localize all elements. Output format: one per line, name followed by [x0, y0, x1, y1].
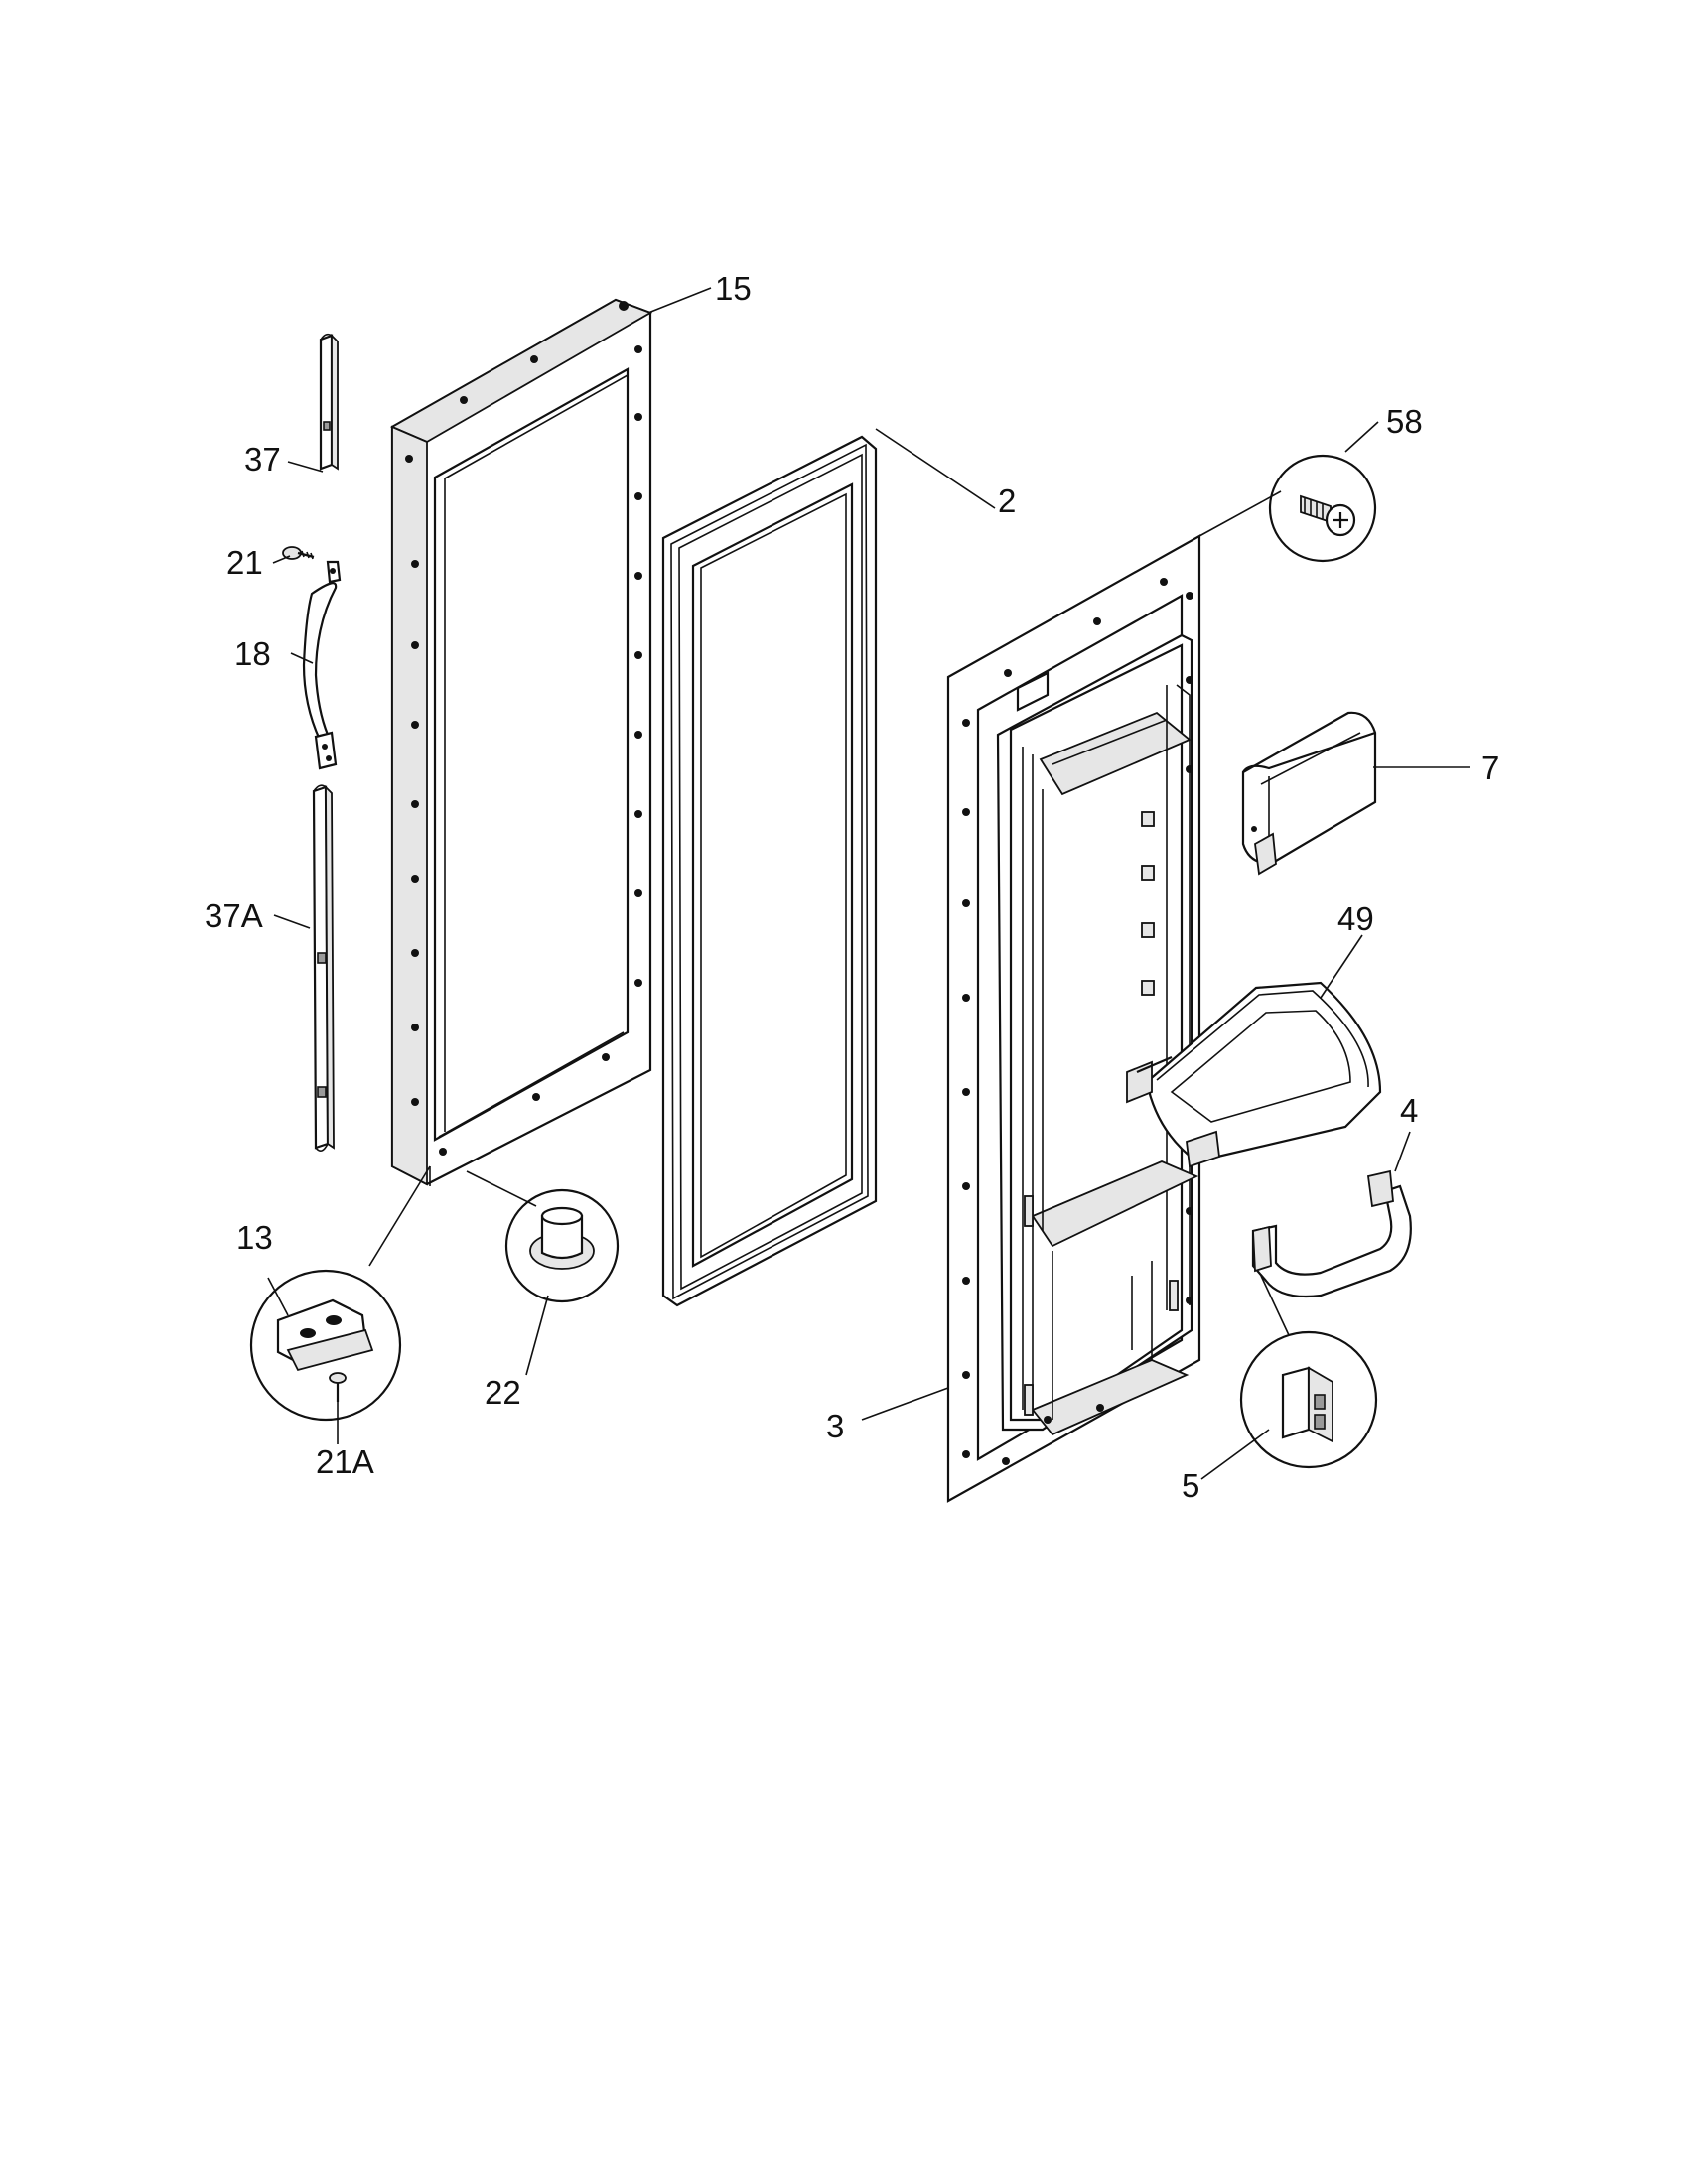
callout-3: 3: [826, 1408, 844, 1444]
callout-21: 21: [226, 544, 263, 581]
liner-3-holes: [962, 578, 1193, 1465]
callout-58: 58: [1386, 403, 1423, 440]
part-2-gasket: [661, 435, 878, 1307]
callout-13: 13: [236, 1219, 273, 1256]
part-58-screw-detail: [1268, 454, 1377, 563]
callout-21a: 21A: [316, 1443, 374, 1480]
callout-15: 15: [715, 270, 752, 307]
callout-37a: 37A: [205, 897, 263, 934]
callout-49: 49: [1337, 900, 1374, 937]
part-21-screw: [282, 546, 315, 560]
part-37-hinge-cover: [319, 333, 339, 471]
callout-18: 18: [234, 635, 271, 672]
callout-labels: 15 2 58 37 21 18 7 37A 49 4 13 22 3 21A …: [205, 270, 1499, 1504]
callout-37: 37: [244, 441, 281, 478]
part-37a-hinge-cover: [312, 784, 335, 1152]
callout-5: 5: [1182, 1467, 1199, 1504]
leader-lines: [267, 287, 1470, 1480]
part-7-dairy-door: [1241, 711, 1377, 876]
part-5-clip-detail: [1239, 1330, 1378, 1469]
callout-4: 4: [1400, 1092, 1418, 1129]
frame-15-holes: [405, 301, 642, 1156]
part-18-hinge-strap: [302, 560, 342, 770]
part-49-door-bin: [1126, 981, 1382, 1168]
callout-2: 2: [998, 482, 1016, 519]
part-22-door-stop-detail: [504, 1188, 620, 1303]
part-4-bracket: [1251, 1169, 1412, 1298]
callout-7: 7: [1481, 750, 1499, 786]
part-3-door-liner: [946, 534, 1201, 1503]
part-13-hinge-detail: [249, 1269, 402, 1422]
callout-22: 22: [485, 1374, 521, 1411]
part-15-door-frame: [389, 298, 653, 1186]
